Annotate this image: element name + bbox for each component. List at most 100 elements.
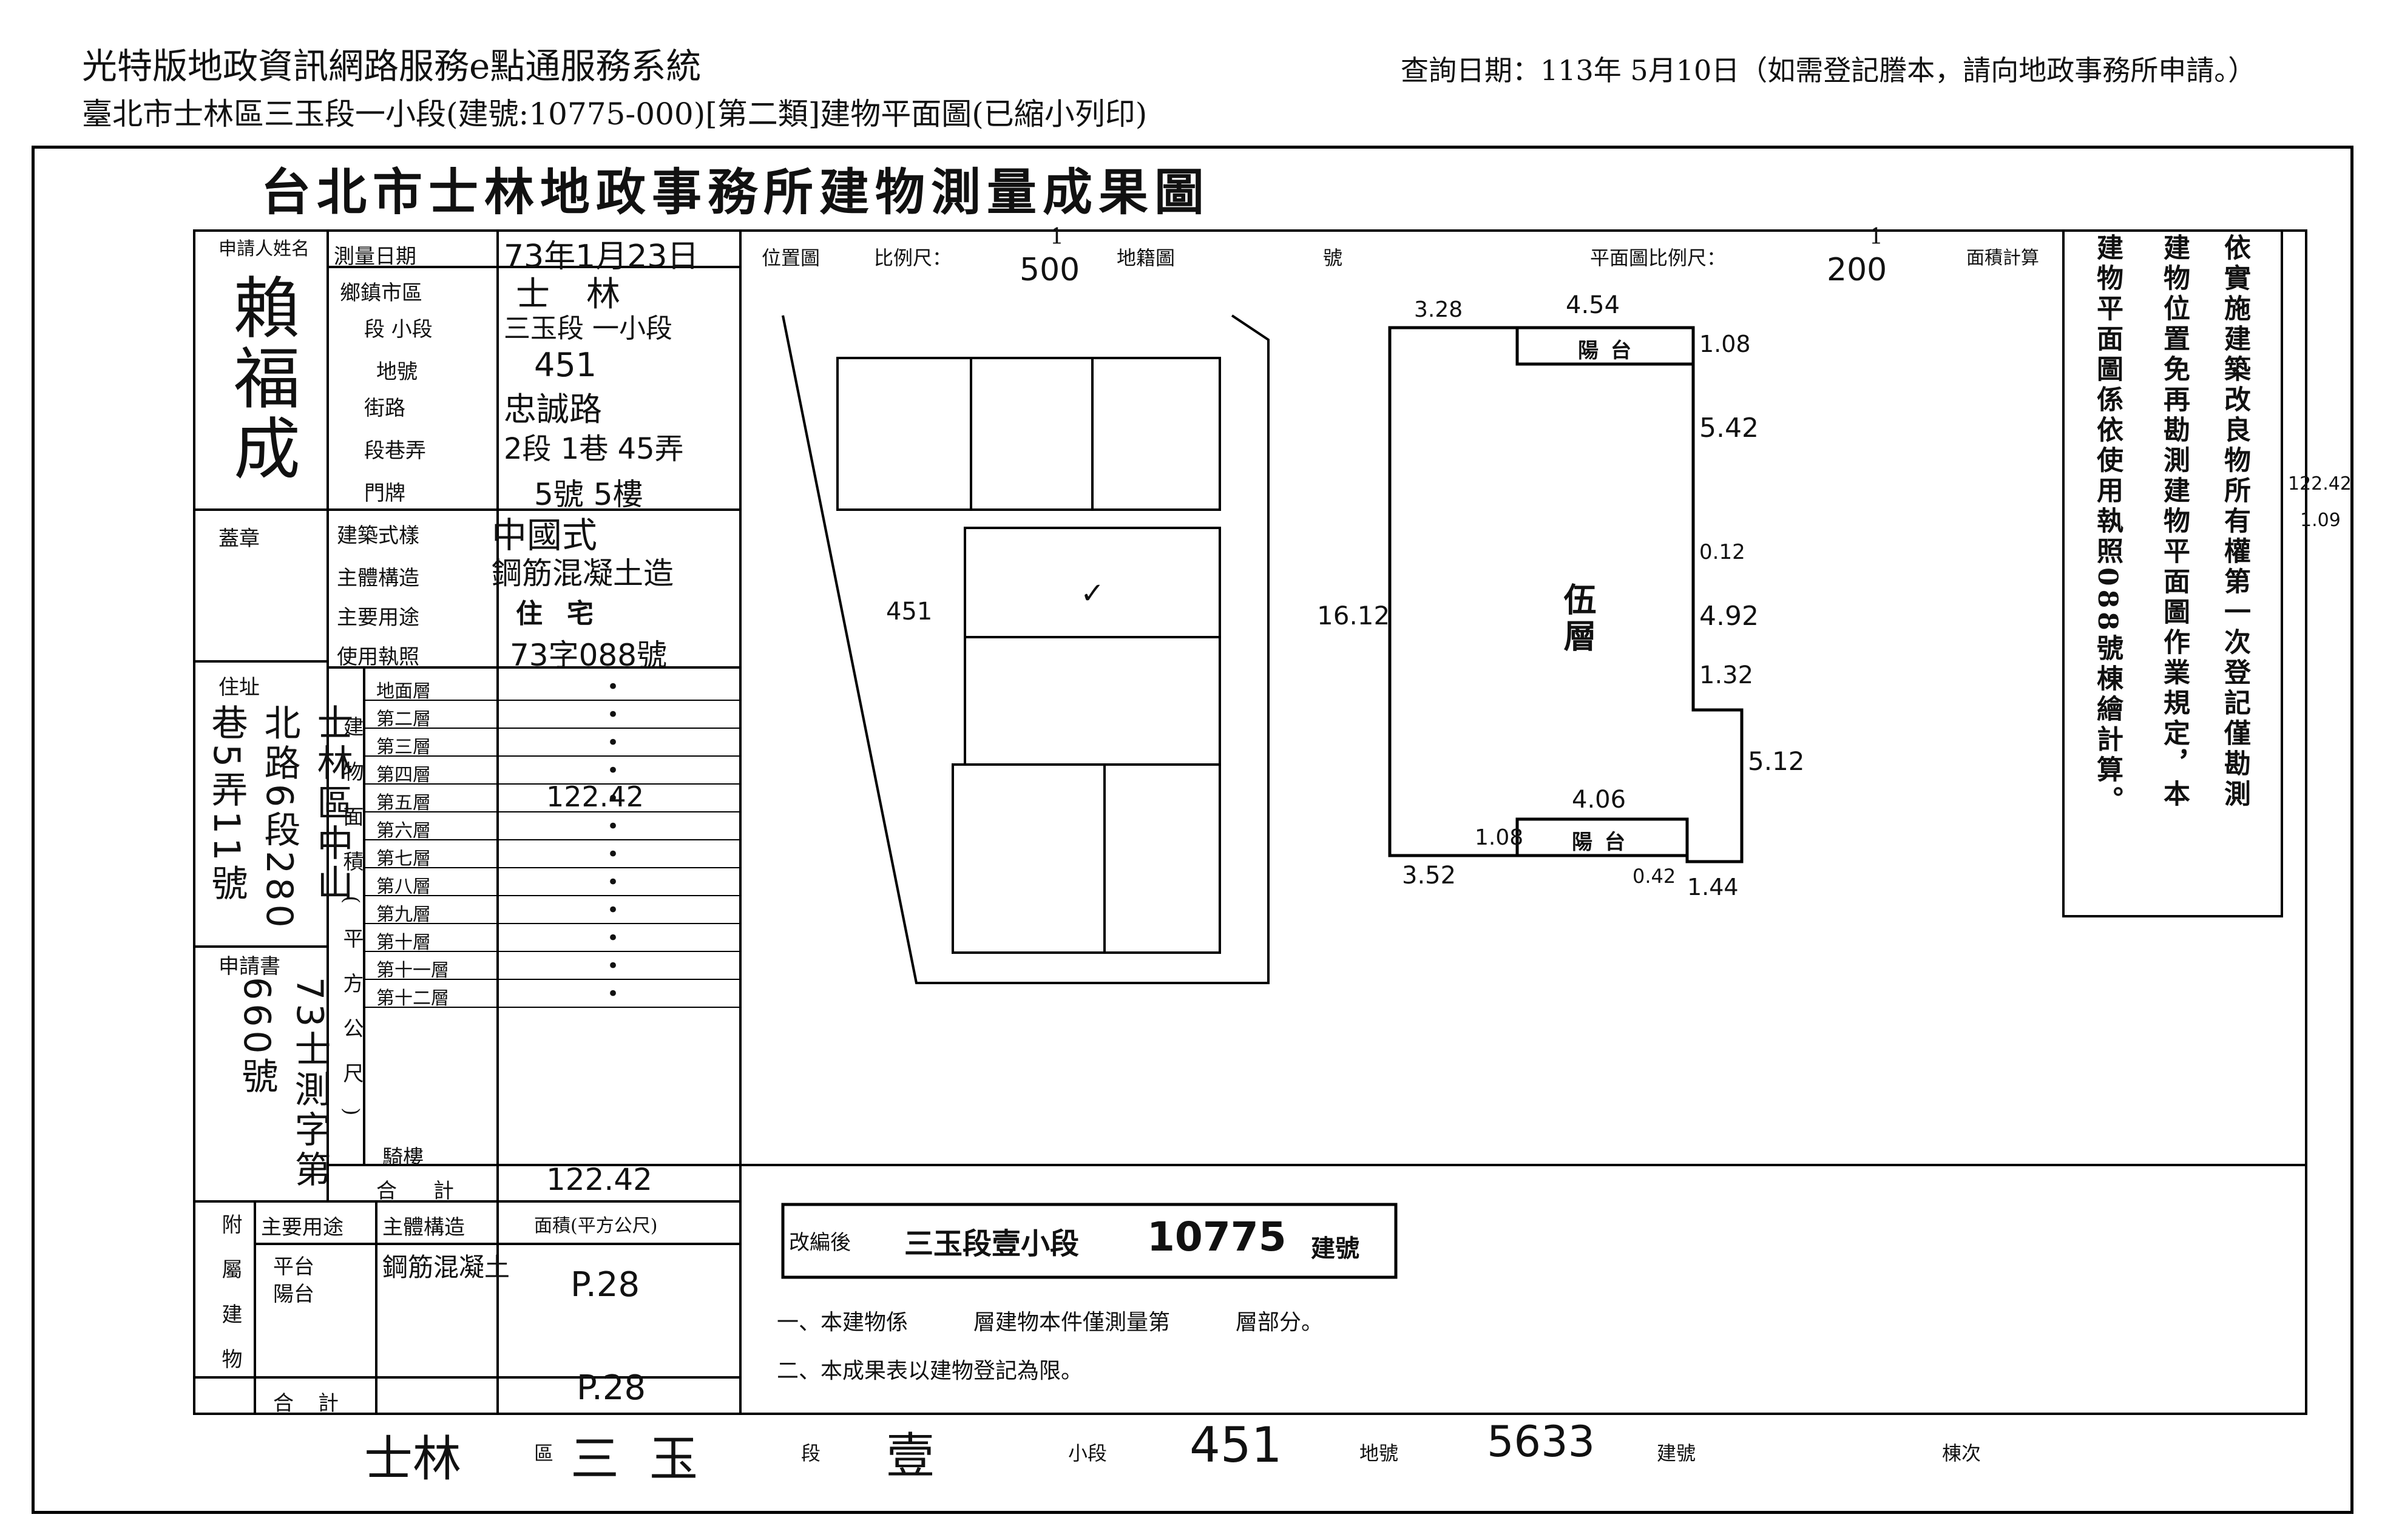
floor-row: 第四層• [370, 756, 734, 786]
floor-row: 第六層• [370, 812, 734, 842]
dim-top-right: 1.08 [1699, 331, 1751, 357]
floor-row: 第二層 • [370, 700, 734, 730]
floor-label: 第七層 [376, 848, 431, 870]
stamp-section: 三玉段壹小段 [904, 1227, 1080, 1261]
location-map [782, 314, 1270, 984]
footer-lot-label: 地號 [1359, 1442, 1399, 1465]
annex-row-1: 平台 [273, 1255, 314, 1279]
structure-label: 主體構造 [337, 566, 419, 590]
application-label: 申請書 [218, 954, 280, 979]
floor-row: 地面層 • [370, 672, 734, 702]
floor-dot: • [607, 786, 620, 811]
floor-label: 第八層 [376, 876, 431, 897]
cadastral-label: 地籍圖 [1117, 246, 1176, 269]
dim-right2: 0.12 [1699, 540, 1745, 564]
annex-struct: 鋼筋混凝土 [382, 1252, 510, 1282]
address-label: 住址 [218, 675, 260, 700]
footer-lot: 451 [1189, 1417, 1282, 1473]
survey-date: 73年1月23日 [504, 238, 699, 275]
township-label: 鄉鎮市區 [340, 281, 422, 305]
dim-bottom-balcony: 4.06 [1572, 786, 1626, 814]
floor-label: 第九層 [376, 904, 431, 925]
applicant-label: 申請人姓名 [218, 238, 310, 260]
plan-scale-den: 200 [1827, 252, 1887, 288]
floor-row: 第八層• [370, 868, 734, 897]
door-label: 門牌 [364, 481, 405, 505]
document-frame [32, 146, 2353, 1514]
floor-area: 122.42 [546, 780, 644, 813]
floor-label: 第五層 [376, 792, 431, 814]
footer-subsection: 壹 [886, 1428, 935, 1484]
applicant-name: 賴福成 [222, 273, 300, 484]
total-area: 122.42 [546, 1162, 652, 1197]
survey-date-label: 測量日期 [334, 245, 416, 269]
floor-label: 第二層 [376, 709, 431, 730]
balcony-top: 陽台 [1578, 339, 1643, 363]
floor-label: 第十層 [376, 932, 431, 953]
floor-dot: • [607, 982, 620, 1006]
dim-right4: 1.32 [1699, 661, 1754, 689]
annex-area: P.28 [570, 1265, 640, 1305]
footer-building-label: 建號 [1657, 1442, 1696, 1465]
dim-bottom-mid: 0.42 [1633, 865, 1676, 888]
total-label: 合計 [376, 1179, 490, 1203]
style-label: 建築式樣 [337, 524, 419, 548]
street-label: 街路 [364, 396, 405, 420]
floor-dot: • [607, 675, 620, 699]
section-label: 段 小段 [364, 317, 433, 342]
style: 中國式 [492, 515, 598, 556]
annex-label: 附屬建物 [218, 1214, 242, 1393]
dim-top: 4.54 [1566, 291, 1620, 319]
margin-value-2: 1.09 [2300, 510, 2341, 531]
footer-section: 三玉 [570, 1431, 728, 1487]
floor-row: 第五層 •122.42 [370, 780, 734, 814]
dim-bottom-left-bal: 1.08 [1475, 825, 1524, 850]
document-line: 臺北市士林區三玉段一小段(建號:10775-000)[第二類]建物平面圖(已縮小… [82, 96, 1148, 132]
structure: 鋼筋混凝土造 [492, 556, 674, 591]
annex-total-label: 合計 [273, 1391, 363, 1416]
annex-row-2: 陽台 [273, 1282, 314, 1306]
street: 忠誠路 [504, 390, 602, 428]
floor-row: 第九層 • [370, 896, 734, 925]
floor-dot: • [607, 731, 620, 755]
query-date: 查詢日期：113年 5月10日（如需登記謄本，請向地政事務所申請。） [1401, 54, 2256, 87]
stamp-number: 10775 [1147, 1214, 1287, 1260]
floor-dot: • [607, 758, 620, 783]
floor-plan [1388, 326, 1744, 863]
location-lot: 451 [886, 598, 933, 626]
floor-label: 地面層 [376, 681, 431, 702]
floor-label: 第十二層 [376, 988, 449, 1009]
lane-label: 段巷弄 [364, 439, 426, 463]
floor-label: 第六層 [376, 820, 431, 842]
dim-bottom-right: 1.44 [1687, 874, 1739, 900]
floor-row: 第十層• [370, 924, 734, 953]
lane: 2段 1巷 45弄 [504, 432, 684, 466]
floor-dot: • [607, 703, 620, 727]
dim-top-left: 3.28 [1414, 297, 1463, 322]
floor-row: 第七層 • [370, 840, 734, 870]
dim-right5: 5.12 [1748, 746, 1805, 776]
floor-label: 第三層 [376, 737, 431, 758]
stamp-label: 改編後 [789, 1231, 851, 1255]
area-label: 建物面積(平方公尺) [339, 716, 364, 1140]
location-scale-num: 1 [1050, 225, 1064, 249]
floor-dot: • [607, 898, 620, 922]
seal-label: 蓋章 [218, 527, 260, 551]
floor-dot: • [607, 842, 620, 866]
footer-building-no: 5633 [1487, 1417, 1595, 1467]
floor-row: 第十一層• [370, 951, 734, 981]
location-scale-label: 比例尺： [874, 246, 952, 269]
use-label: 主要用途 [337, 606, 419, 630]
side-note-2: 建物位置免再勘測建物平面圖作業規定，本 [2159, 234, 2190, 810]
permit: 73字088號 [510, 638, 668, 673]
plan-scale-num: 1 [1869, 225, 1883, 249]
stamp-suffix: 建號 [1311, 1234, 1359, 1263]
footer-district-label: 區 [534, 1442, 554, 1465]
side-note-1: 依實施建築改良物所有權第一次登記僅勘測 [2219, 234, 2250, 810]
footer-district: 士林 [364, 1431, 461, 1487]
check-mark: ✓ [1080, 576, 1105, 610]
location-label: 位置圖 [762, 246, 821, 269]
plan-scale-label: 平面圖比例尺： [1590, 246, 1727, 269]
